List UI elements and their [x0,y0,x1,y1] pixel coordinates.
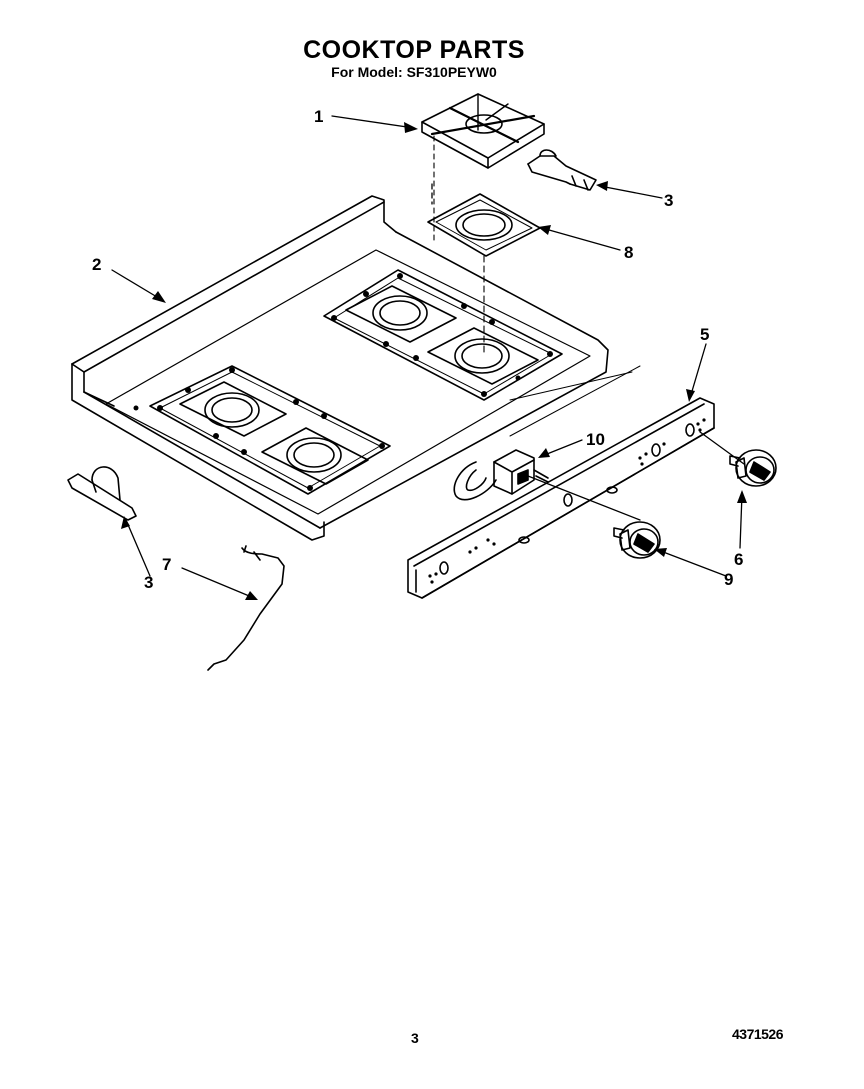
callout-2: 2 [92,255,101,274]
leader-lines [111,115,745,599]
callout-10: 10 [586,430,605,449]
hinge-right-drawing [527,149,597,191]
callout-6: 6 [734,550,743,569]
callout-7: 7 [162,555,171,574]
burner-grate-drawing [421,93,545,241]
callout-3-right: 3 [664,191,673,210]
part-code: 4371526 [732,1026,784,1042]
burner-bowl-drawing [427,193,541,353]
manifold-panel-drawing [407,365,715,599]
hinge-left-drawing [67,466,137,521]
callout-8: 8 [624,243,633,262]
switch-drawing [493,449,549,495]
callout-5: 5 [700,325,709,344]
page-number: 3 [411,1030,419,1046]
page-title: COOKTOP PARTS [303,36,525,64]
cooktop-drawing [71,195,633,541]
callout-1: 1 [314,107,323,126]
callout-3-left: 3 [144,573,153,592]
knob-right-drawing [729,449,777,487]
wire-spring-drawing [207,545,285,671]
knob-center-drawing [613,521,661,559]
callout-9: 9 [724,570,733,589]
model-subtitle: For Model: SF310PEYW0 [331,64,497,80]
